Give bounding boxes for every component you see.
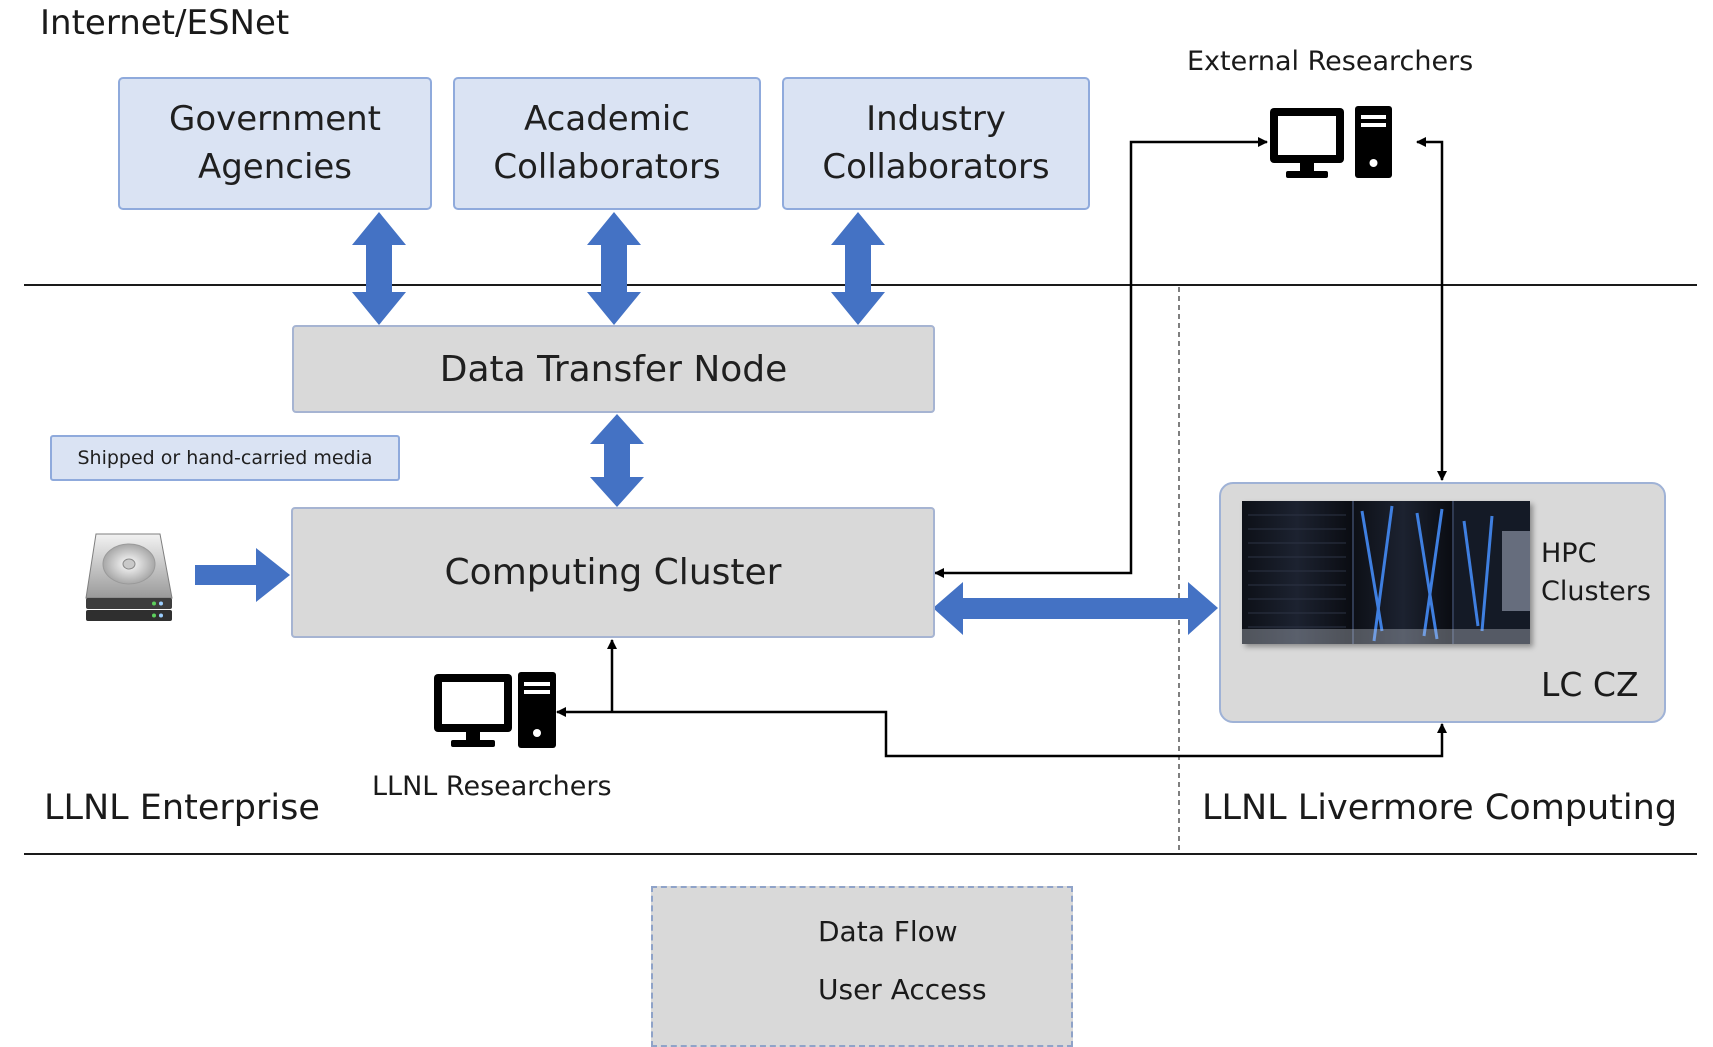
lc-cz-label: LC CZ: [1541, 665, 1639, 704]
data-flow-arrow-government: [352, 212, 406, 325]
industry-collaborators-box: Industry Collaborators: [782, 77, 1090, 210]
desktop-computer-icon: [434, 672, 556, 748]
data-flow-arrow-media: [195, 548, 290, 602]
industry-label-line1: Industry: [866, 98, 1006, 139]
government-label-line2: Agencies: [197, 146, 353, 187]
data-transfer-node-box: Data Transfer Node: [292, 325, 935, 413]
hard-drive-icon: [85, 533, 173, 621]
zone-label-internet: Internet/ESNet: [40, 3, 290, 43]
academic-collaborators-box: Academic Collaborators: [453, 77, 761, 210]
government-agencies-box: Government Agencies: [118, 77, 432, 210]
lc-cz-box: HPC Clusters LC CZ: [1219, 482, 1666, 723]
desktop-computer-icon: [1270, 106, 1392, 178]
legend-user-access-label: User Access: [818, 973, 987, 1006]
data-flow-arrow-academic: [587, 212, 641, 325]
academic-label-line1: Academic: [524, 98, 690, 139]
industry-label-line2: Collaborators: [822, 146, 1050, 187]
legend-box: [651, 886, 1073, 1047]
user-access-external-to-lc: [1416, 137, 1447, 481]
server-room-photo: [1242, 501, 1530, 644]
llnl-researchers-label: LLNL Researchers: [372, 771, 612, 802]
data-flow-arrow-industry: [831, 212, 885, 325]
external-researchers-label: External Researchers: [1187, 46, 1474, 77]
user-access-llnl-to-lc: [556, 707, 1447, 758]
hpc-label-line1: HPC: [1541, 538, 1597, 569]
zone-label-enterprise: LLNL Enterprise: [44, 788, 320, 828]
zone-label-livermore: LLNL Livermore Computing: [1202, 788, 1678, 828]
data-flow-arrow-cluster-hpc: [933, 582, 1218, 635]
hpc-label-line2: Clusters: [1541, 576, 1651, 607]
computing-cluster-box: Computing Cluster: [291, 507, 935, 638]
legend-data-flow-label: Data Flow: [818, 915, 958, 948]
academic-label-line2: Collaborators: [493, 146, 721, 187]
shipped-media-label: Shipped or hand-carried media: [50, 435, 400, 481]
government-label-line1: Government: [168, 98, 382, 139]
user-access-external-to-cluster: [934, 137, 1268, 578]
data-flow-arrow-dtn-cluster: [590, 414, 644, 507]
